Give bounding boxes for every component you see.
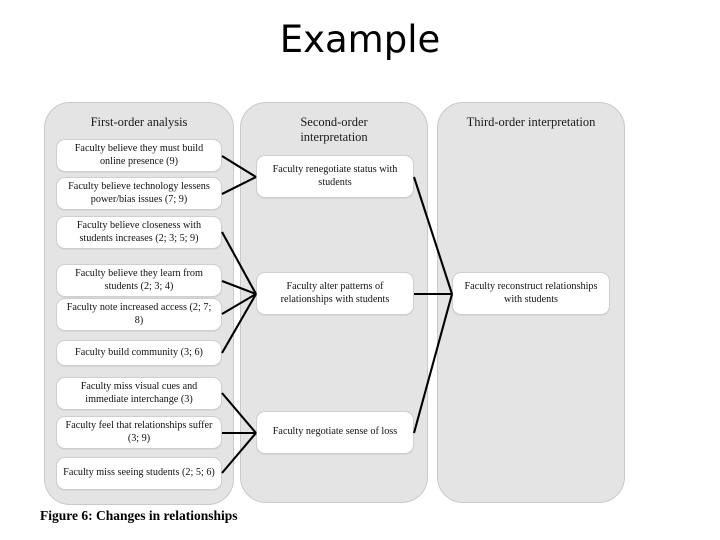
node-faculty-closeness-increases[interactable]: Faculty believe closeness with students … (56, 216, 222, 249)
node-label: Faculty miss seeing students (2; 5; 6) (63, 467, 215, 479)
figure-caption: Figure 6: Changes in relationships (40, 508, 238, 523)
node-faculty-online-presence[interactable]: Faculty believe they must build online p… (56, 139, 222, 172)
node-label: Faculty reconstruct relationships with s… (464, 281, 598, 305)
node-faculty-build-community[interactable]: Faculty build community (3; 6) (56, 340, 222, 366)
panel-header-line: First-order analysis (90, 115, 188, 129)
panel-third-order-header: Third-order interpretation (438, 115, 624, 130)
panel-second-order-header: Second-order interpretation (241, 115, 427, 145)
node-label: Faculty alter patterns of relationships … (280, 281, 390, 305)
node-faculty-increased-access[interactable]: Faculty note increased access (2; 7; 8) (56, 298, 222, 331)
panel-first-order-header: First-order analysis (45, 115, 233, 130)
node-label: Faculty believe technology lessens power… (68, 181, 210, 205)
node-faculty-renegotiate-status[interactable]: Faculty renegotiate status with students (256, 155, 414, 198)
node-faculty-learn-from-students[interactable]: Faculty believe they learn from students… (56, 264, 222, 297)
node-faculty-miss-visual-cues[interactable]: Faculty miss visual cues and immediate i… (56, 377, 222, 410)
node-faculty-negotiate-sense-of-loss[interactable]: Faculty negotiate sense of loss (256, 411, 414, 454)
panel-header-line: Third-order interpretation (466, 115, 596, 129)
node-label: Faculty build community (3; 6) (75, 346, 203, 358)
node-label: Faculty miss visual cues and immediate i… (80, 381, 198, 405)
panel-header-line: Second-order (300, 115, 368, 129)
node-faculty-alter-patterns[interactable]: Faculty alter patterns of relationships … (256, 272, 414, 315)
node-faculty-relationships-suffer[interactable]: Faculty feel that relationships suffer (… (56, 416, 222, 449)
node-label: Faculty believe closeness with students … (76, 220, 202, 244)
node-label: Faculty note increased access (2; 7; 8) (66, 302, 212, 326)
node-label: Faculty feel that relationships suffer (… (65, 420, 213, 444)
node-faculty-miss-seeing-students[interactable]: Faculty miss seeing students (2; 5; 6) (56, 457, 222, 490)
node-faculty-reconstruct-relationships[interactable]: Faculty reconstruct relationships with s… (452, 272, 610, 315)
node-label: Faculty renegotiate status with students (272, 164, 398, 188)
node-faculty-technology-power-bias[interactable]: Faculty believe technology lessens power… (56, 177, 222, 210)
node-label: Faculty believe they learn from students… (75, 268, 203, 292)
node-label: Faculty negotiate sense of loss (272, 426, 398, 438)
page-title: Example (279, 18, 441, 61)
panel-header-line: interpretation (300, 130, 368, 144)
node-label: Faculty believe they must build online p… (74, 143, 204, 167)
